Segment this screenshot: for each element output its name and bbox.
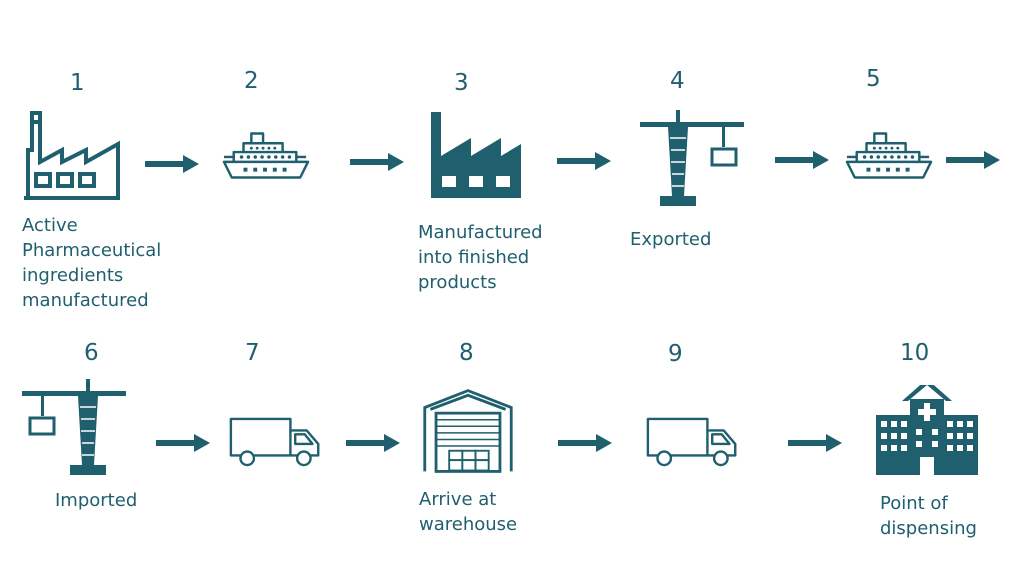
factory-solid-icon	[425, 110, 525, 200]
step-5-number: 5	[866, 66, 881, 92]
arrow-8-to-9-icon	[558, 434, 612, 452]
arrow-4-to-5-icon	[775, 151, 829, 169]
step-10-number: 10	[900, 340, 930, 366]
step-4-label: Exported	[630, 229, 712, 250]
step-1-label: Active Pharmaceutical ingredients manufa…	[22, 215, 162, 311]
step-6-label: Imported	[55, 490, 138, 511]
step-4-number: 4	[670, 68, 685, 94]
port-crane-icon	[18, 377, 128, 477]
step-8-number: 8	[459, 340, 474, 366]
ship-icon	[845, 130, 933, 180]
step-1-number: 1	[70, 70, 85, 96]
step-3-number: 3	[454, 70, 469, 96]
step-6-number: 6	[84, 340, 99, 366]
arrow-5-continue-icon	[946, 151, 1000, 169]
arrow-7-to-8-icon	[346, 434, 400, 452]
step-9-number: 9	[668, 341, 683, 367]
step-10-label: Point of dispensing	[880, 493, 977, 539]
step-3-label: Manufactured into finished products	[418, 222, 543, 293]
truck-icon	[228, 415, 324, 469]
ship-icon	[222, 130, 310, 180]
step-8-label: Arrive at warehouse	[419, 489, 518, 535]
warehouse-icon	[421, 388, 515, 474]
arrow-3-to-4-icon	[557, 152, 611, 170]
port-crane-icon	[638, 108, 748, 208]
arrow-9-to-10-icon	[788, 434, 842, 452]
step-2-number: 2	[244, 68, 259, 94]
hospital-icon	[872, 385, 982, 475]
arrow-2-to-3-icon	[350, 153, 404, 171]
step-7-number: 7	[245, 340, 260, 366]
factory-outline-icon	[22, 110, 122, 200]
truck-icon	[645, 415, 741, 469]
arrow-6-to-7-icon	[156, 434, 210, 452]
arrow-1-to-2-icon	[145, 155, 199, 173]
